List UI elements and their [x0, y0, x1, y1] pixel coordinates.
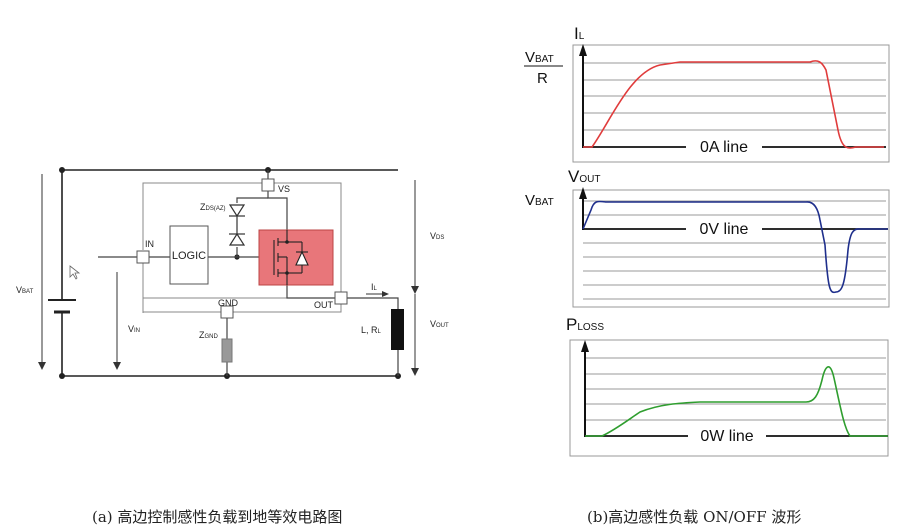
gnd-label: GND — [218, 298, 239, 308]
level-label-bottom: R — [537, 70, 548, 87]
zds-label: ZDS(AZ) — [200, 202, 226, 212]
in-pin — [136, 250, 150, 264]
il-trace — [583, 60, 884, 149]
zgnd-label: ZGND — [199, 330, 219, 340]
mosfet-node — [285, 271, 289, 275]
ploss-axis-label: PLOSS — [566, 315, 604, 334]
waveform-panel-ploss: 0W line PLOSS — [566, 315, 889, 457]
zero-line-label: 0A line — [700, 139, 748, 156]
mosfet-icon — [273, 230, 309, 285]
ploss-trace — [585, 366, 888, 437]
cursor-icon — [69, 265, 81, 280]
vin-label: VIN — [128, 324, 140, 334]
zero-line-label: 0W line — [700, 428, 753, 445]
axis-arrow-icon — [581, 340, 589, 352]
zener-wire-top — [236, 197, 268, 203]
load-inductor — [391, 309, 404, 350]
vout-label: VOUT — [430, 319, 449, 329]
vds-label: VDS — [430, 231, 444, 241]
vs-pin — [261, 178, 275, 192]
mosfet-block — [258, 229, 334, 286]
zero-line-label-bg — [686, 218, 762, 238]
waveform-panel-vout: 0V line VOUT VBAT — [525, 167, 890, 308]
logic-label: LOGIC — [172, 250, 206, 262]
node-dot — [59, 167, 65, 173]
circuit-diagram — [48, 169, 398, 377]
level-label-top: VBAT — [525, 49, 554, 66]
il-axis-label: IL — [574, 24, 585, 43]
zero-line-label-bg — [686, 136, 762, 156]
vs-drain-wire — [267, 191, 288, 230]
out-label: OUT — [314, 300, 334, 310]
caption-left: (a) 高边控制感性负载到地等效电路图 — [92, 508, 342, 526]
logic-block — [169, 225, 209, 285]
zener-diode-icon — [228, 204, 246, 246]
arrow-head — [113, 362, 121, 370]
arrow-head — [382, 291, 389, 297]
vout-trace — [582, 200, 888, 294]
vout-axis-label: VOUT — [568, 167, 600, 186]
arrow-head — [411, 286, 419, 294]
zgnd-resistor — [221, 338, 233, 363]
panel-frame — [572, 189, 890, 308]
voltage-arrows — [41, 174, 416, 370]
out-load-wire — [347, 297, 399, 309]
waveform-panel-il: 0A line IL VBAT R — [524, 24, 890, 163]
zero-line-label: 0V line — [700, 221, 749, 238]
mosfet-node — [285, 240, 289, 244]
il-label: IL — [371, 282, 378, 292]
source-out-wire — [286, 285, 335, 299]
vs-label: VS — [278, 184, 290, 194]
node-dot — [59, 373, 65, 379]
load-label: L, RL — [361, 325, 382, 335]
axis-arrow-icon — [579, 187, 587, 199]
zero-line-label-bg — [688, 425, 766, 445]
caption-right: (b)高边感性负载 ON/OFF 波形 — [587, 508, 801, 526]
out-pin — [334, 291, 348, 305]
gnd-pin — [220, 305, 234, 319]
vbat-level-label: VBAT — [525, 192, 554, 209]
device-outline — [142, 182, 342, 313]
in-label: IN — [145, 239, 154, 249]
arrow-head — [411, 368, 419, 376]
arrow-head — [38, 362, 46, 370]
axis-arrow-icon — [579, 44, 587, 56]
vbat-label: VBAT — [16, 285, 34, 295]
